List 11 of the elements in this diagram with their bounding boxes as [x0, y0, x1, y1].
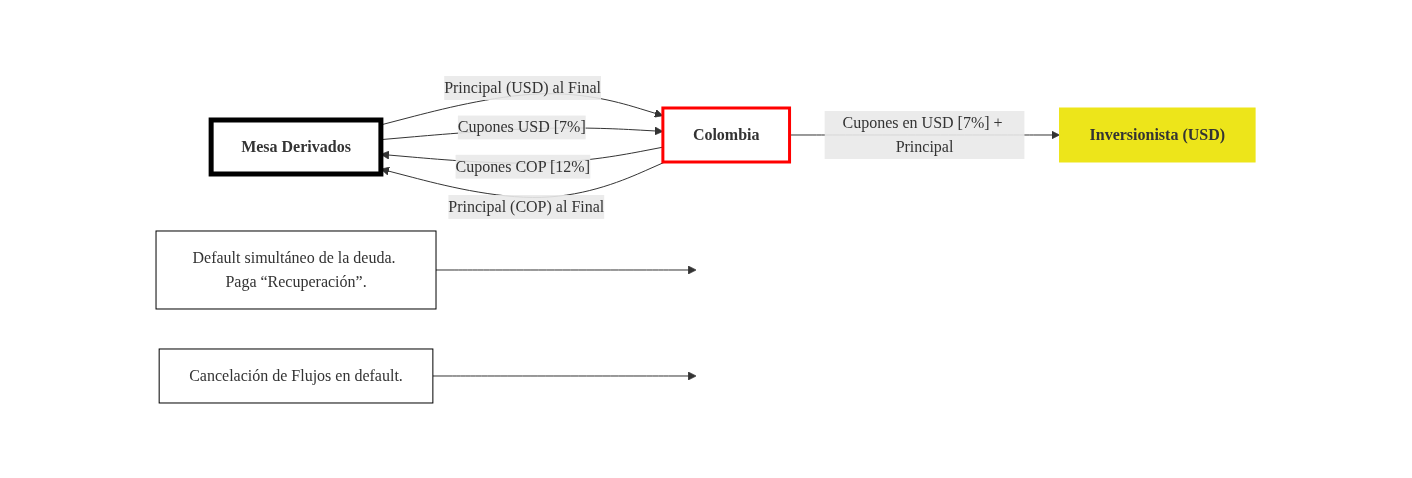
edge-label: Cupones USD [7%] [458, 117, 587, 135]
node-box: Default simultáneo de la deuda. Paga “Recuperación”. [155, 230, 437, 309]
node-box: Inversionista (USD) [1059, 107, 1256, 162]
edge-label: Principal (COP) al Final [448, 197, 605, 215]
arrow [435, 265, 698, 274]
edge-label: Cupones en USD [7%] + Principal [842, 113, 1004, 155]
node-box: Mesa Derivados [209, 117, 384, 176]
node-box: Colombia [661, 106, 792, 163]
edge-label: Principal (USD) al Final [444, 78, 602, 96]
edge-label: Cupones COP [12%] [455, 157, 591, 175]
node-box: Cancelación de Flujos en default. [159, 348, 434, 403]
